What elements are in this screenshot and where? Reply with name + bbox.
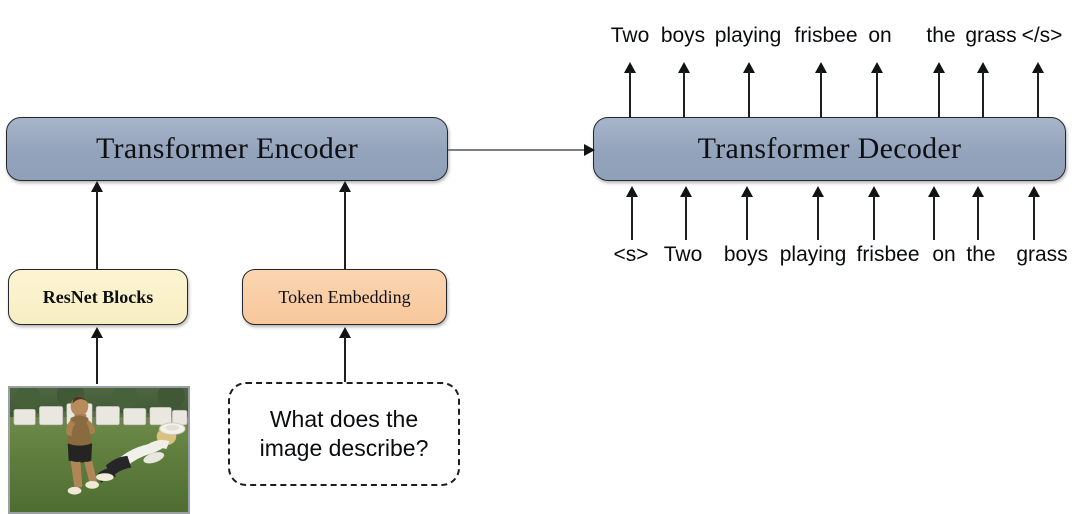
transformer-decoder-label: Transformer Decoder <box>697 132 962 165</box>
decoder-output-token: frisbee <box>794 24 858 47</box>
decoder-input-arrow <box>1028 186 1040 240</box>
transformer-encoder-label: Transformer Encoder <box>95 132 359 165</box>
decoder-input-token: on <box>932 243 956 266</box>
decoder-output-arrow <box>977 62 989 118</box>
input-image-frisbee-photo[interactable] <box>8 386 190 514</box>
photo-to-resnet-arrow <box>91 327 103 384</box>
decoder-input-arrow <box>741 186 753 240</box>
resnet-to-encoder-arrow <box>91 181 103 269</box>
decoder-input-arrow <box>928 186 940 240</box>
decoder-output-arrow <box>624 62 636 118</box>
encoder-to-decoder-arrow <box>448 143 595 157</box>
decoder-output-arrow <box>933 62 945 118</box>
question-to-token-embedding-arrow <box>339 327 351 382</box>
decoder-input-arrow <box>972 186 984 240</box>
question-line-2: image describe? <box>259 435 429 461</box>
decoder-input-token: frisbee <box>856 243 920 266</box>
decoder-output-token: grass <box>965 24 1017 47</box>
resnet-blocks-label: ResNet Blocks <box>42 286 154 307</box>
decoder-input-arrow <box>626 186 638 240</box>
decoder-output-token: </s> <box>1021 24 1063 47</box>
token-embedding-label: Token Embedding <box>278 286 411 307</box>
decoder-input-token: grass <box>1016 243 1068 266</box>
decoder-input-token: <s> <box>613 243 649 266</box>
token-embedding-to-encoder-arrow <box>339 181 351 269</box>
decoder-output-arrow <box>743 62 755 118</box>
question-line-1: What does the <box>269 405 419 432</box>
question-bubble[interactable]: What does the image describe? <box>228 382 460 486</box>
decoder-output-arrow <box>678 62 690 118</box>
decoder-input-arrow <box>680 186 692 240</box>
frisbee-scene-illustration <box>10 388 188 512</box>
decoder-input-token: Two <box>663 243 703 266</box>
decoder-output-token: on <box>868 24 892 47</box>
decoder-input-token: the <box>966 243 996 266</box>
decoder-output-token: playing <box>714 24 782 47</box>
transformer-encoder-box[interactable]: Transformer Encoder <box>6 117 448 181</box>
decoder-input-token: playing <box>779 243 847 266</box>
decoder-input-arrow <box>812 186 824 240</box>
transformer-decoder-box[interactable]: Transformer Decoder <box>593 117 1066 181</box>
decoder-output-token: Two <box>610 24 650 47</box>
decoder-output-arrow <box>815 62 827 118</box>
resnet-blocks-box[interactable]: ResNet Blocks <box>8 269 188 325</box>
decoder-input-arrow <box>868 186 880 240</box>
decoder-output-arrow <box>871 62 883 118</box>
runner-figure <box>66 396 99 495</box>
token-embedding-box[interactable]: Token Embedding <box>242 269 447 325</box>
decoder-output-token: boys <box>660 24 706 47</box>
decoder-input-token: boys <box>723 243 769 266</box>
decoder-output-arrow <box>1032 62 1044 118</box>
decoder-output-token: the <box>926 24 956 47</box>
